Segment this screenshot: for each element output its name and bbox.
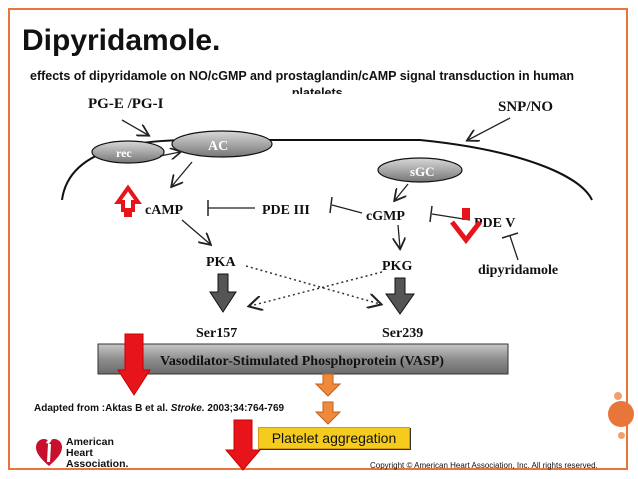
pde5-decrease-stem — [462, 208, 470, 220]
rec-oval — [91, 140, 165, 164]
arrow-sgc-to-cgmp — [395, 183, 409, 200]
inhibit-cgmp-pde3-bar — [329, 196, 333, 214]
slide-subtitle-tail: platelets. — [291, 86, 347, 94]
citation-journal: Stroke. — [170, 403, 205, 414]
ser157-label: Ser157 — [196, 326, 237, 341]
thick-arrow-pka-to-ser157 — [209, 273, 237, 313]
red-arrow-vasp — [117, 333, 151, 396]
camp-increase-icon — [114, 184, 142, 212]
arrow-camp-to-pka — [181, 219, 210, 244]
ac-oval — [171, 130, 273, 158]
cgmp-label: cGMP — [366, 209, 405, 224]
inhibit-pde5-bar — [429, 205, 433, 223]
arrow-ac-to-camp — [172, 161, 193, 186]
citation: Adapted from :Aktas B et al. Stroke. 200… — [34, 403, 284, 414]
platelet-aggregation-box: Platelet aggregation — [258, 427, 410, 449]
ser239-label: Ser239 — [382, 326, 423, 341]
sgc-label: sGC — [410, 164, 435, 179]
pde5-label: PDE V — [474, 216, 515, 231]
pde3-label: PDE III — [262, 203, 310, 218]
citation-suffix: 2003;34:764-769 — [204, 403, 285, 414]
rec-label: rec — [116, 146, 132, 160]
aha-wordmark: American Heart Association. — [66, 437, 128, 470]
pde5-decrease-icon — [450, 220, 482, 245]
thick-arrow-pkg-to-ser239 — [385, 277, 415, 315]
dipyridamole-label: dipyridamole — [478, 263, 558, 278]
aha-line-2: Heart — [66, 447, 93, 459]
aha-heart-torch-icon — [36, 436, 62, 466]
arrow-snp-to-sgc — [468, 117, 511, 140]
copyright-notice: Copyright © American Heart Association, … — [370, 461, 598, 470]
snp-no-label: SNP/NO — [498, 99, 553, 115]
vasp-bar — [97, 343, 509, 375]
orange-arrow-2 — [314, 401, 342, 425]
decorative-circle-small — [618, 432, 625, 439]
camp-increase-base — [124, 211, 132, 217]
dotted-pkg-to-ser157 — [250, 271, 383, 306]
pka-label: PKA — [206, 255, 236, 270]
aha-line-3: Association. — [66, 458, 129, 470]
aha-line-1: American — [66, 436, 114, 448]
citation-prefix: Adapted from :Aktas B et al. — [34, 403, 171, 414]
pkg-label: PKG — [382, 259, 412, 274]
arrow-rec-to-ac — [159, 152, 180, 156]
decorative-circle-large — [608, 401, 634, 427]
camp-label: cAMP — [145, 203, 184, 218]
vasp-label: Vasodilator-Stimulated Phosphoprotein (V… — [160, 354, 444, 369]
orange-arrow-1 — [314, 373, 342, 397]
ac-label: AC — [208, 139, 228, 154]
sgc-oval — [377, 157, 463, 183]
slide-title: Dipyridamole. — [22, 24, 221, 57]
inhibit-dipyridamole-to-pde5 — [509, 235, 519, 261]
red-arrow-platelet — [224, 419, 262, 471]
slide-frame — [8, 8, 628, 470]
arrow-cgmp-to-pkg — [398, 224, 400, 248]
decorative-circle-medium — [614, 392, 622, 400]
inhibit-cgmp-to-pde3 — [331, 204, 363, 214]
pge-pgi-label: PG-E /PG-I — [88, 96, 164, 112]
dotted-pka-to-ser239 — [245, 265, 380, 304]
slide-subtitle: effects of dipyridamole on NO/cGMP and p… — [30, 69, 575, 83]
cell-membrane — [61, 139, 593, 201]
arrow-pge-to-rec — [121, 119, 148, 135]
inhibit-dipyridamole-bar — [501, 232, 519, 239]
